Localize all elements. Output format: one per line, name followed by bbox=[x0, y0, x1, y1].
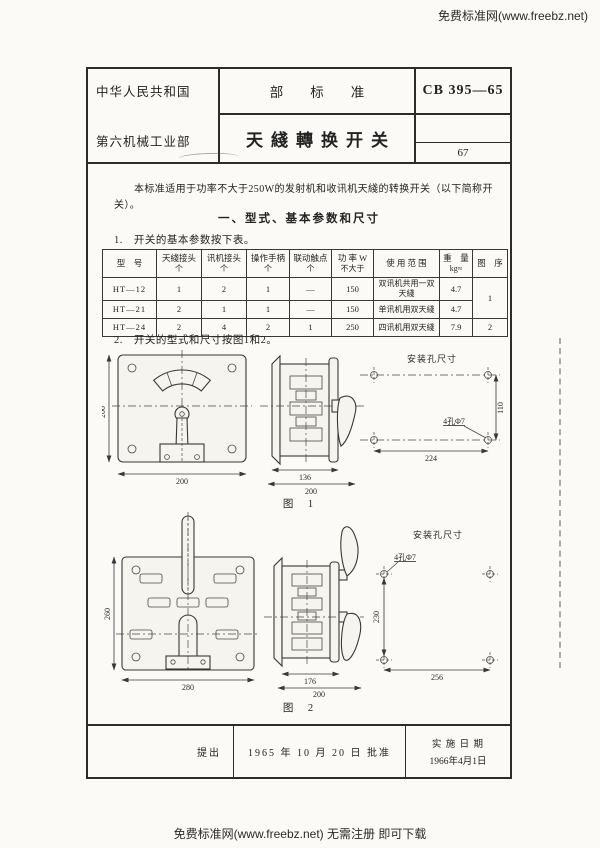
scan-artifact-line bbox=[559, 338, 561, 668]
dim-front-width: 200 bbox=[176, 477, 188, 486]
table-row: HT—24 2 4 2 1 250 四讯机用双天綫 7.9 2 bbox=[102, 318, 508, 337]
cell: 250 bbox=[331, 318, 374, 337]
dim-side-total: 200 bbox=[305, 487, 317, 496]
figure-1-drawing: 200 200 136 bbox=[102, 350, 507, 498]
model-value: HT—21 bbox=[102, 300, 157, 319]
cell: 1 bbox=[246, 300, 290, 319]
figure-2-caption: 图 2 bbox=[282, 703, 316, 714]
dim-mount-vertical: 110 bbox=[496, 402, 505, 414]
page-number: 67 bbox=[457, 146, 469, 159]
dim-front-width: 280 bbox=[182, 683, 194, 692]
weight-value: 7.9 bbox=[439, 318, 473, 337]
cell: 1 bbox=[246, 277, 290, 301]
approval-date-cell: 1965 年 10 月 20 日 批准 bbox=[234, 726, 406, 777]
watermark-bottom: 免费标准网(www.freebz.net) 无需注册 即可下载 bbox=[173, 827, 427, 841]
weight-value: 4.7 bbox=[439, 277, 473, 301]
col-model: 型 号 bbox=[102, 249, 157, 278]
usage-value: 单讯机用双天綫 bbox=[373, 300, 440, 319]
table-row: HT—21 2 1 1 — 150 单讯机用双天綫 4.7 bbox=[102, 300, 508, 319]
dim-mount-vertical: 230 bbox=[372, 611, 381, 623]
scope-paragraph: 本标准适用于功率不大于250W的发射机和收讯机天綫的转换开关（以下简称开关）。 bbox=[114, 184, 493, 211]
implementation-label: 实 施 日 期 bbox=[431, 740, 485, 750]
clause-1: 1. 开关的基本参数按下表。 bbox=[114, 235, 255, 246]
hole-note: 4孔Φ7 bbox=[443, 417, 465, 426]
issuer-cell: 中华人民共和国 第六机械工业部 bbox=[88, 69, 220, 162]
dim-front-height: 200 bbox=[102, 406, 107, 418]
submitted-by-cell: 提出 bbox=[88, 726, 234, 777]
ministry-name: 第六机械工业部 bbox=[96, 135, 191, 149]
section-heading: 一、型式、基本参数和尺寸 bbox=[218, 213, 380, 225]
model-value: HT—12 bbox=[102, 277, 157, 301]
usage-value: 双讯机共用一双天綫 bbox=[373, 277, 440, 301]
figure-ref: 2 bbox=[472, 318, 508, 337]
mounting-label: 安装孔尺寸 bbox=[407, 353, 457, 364]
standard-title: 天綫轉换开关 bbox=[246, 131, 396, 150]
clause-2: 2. 开关的型式和尺寸按图1和2。 bbox=[114, 335, 278, 346]
document-body: 本标准适用于功率不大于250W的发射机和收讯机天綫的转换开关（以下简称开关）。 … bbox=[88, 166, 510, 722]
title-block: 中华人民共和国 第六机械工业部 部 标 准 天綫轉换开关 CB 395—65 6… bbox=[88, 69, 510, 164]
figure-1-caption: 图 1 bbox=[282, 499, 316, 510]
col-radio-connectors: 讯机接头个 bbox=[201, 249, 247, 278]
cell: 150 bbox=[331, 277, 374, 301]
cell: 2 bbox=[246, 318, 290, 337]
cell: 2 bbox=[156, 318, 202, 337]
country-name: 中华人民共和国 bbox=[96, 85, 191, 99]
cell: 4 bbox=[201, 318, 247, 337]
approval-footer: 提出 1965 年 10 月 20 日 批准 实 施 日 期 1966年4月1日 bbox=[88, 724, 510, 777]
empty-cell bbox=[416, 115, 510, 143]
document-frame: 中华人民共和国 第六机械工业部 部 标 准 天綫轉换开关 CB 395—65 6… bbox=[86, 67, 512, 779]
col-usage: 使 用 范 围 bbox=[373, 249, 440, 278]
cell: — bbox=[289, 277, 332, 301]
cell: 2 bbox=[156, 300, 202, 319]
figure-ref: 1 bbox=[472, 277, 508, 319]
implementation-date: 1966年4月1日 bbox=[429, 757, 487, 767]
dim-side-total: 200 bbox=[313, 690, 325, 698]
hole-note: 4孔Φ7 bbox=[394, 553, 416, 562]
weight-value: 4.7 bbox=[439, 300, 473, 319]
usage-value: 四讯机用双天綫 bbox=[373, 318, 440, 337]
cell: — bbox=[289, 300, 332, 319]
implementation-cell: 实 施 日 期 1966年4月1日 bbox=[406, 726, 510, 777]
dim-mount-horizontal: 224 bbox=[425, 454, 437, 463]
watermark-top: 免费标准网(www.freebz.net) bbox=[437, 9, 588, 23]
cell: 1 bbox=[156, 277, 202, 301]
model-value: HT—24 bbox=[102, 318, 157, 337]
cell: 1 bbox=[289, 318, 332, 337]
number-cell: CB 395—65 67 bbox=[416, 69, 510, 162]
dim-mount-horizontal: 256 bbox=[431, 673, 443, 682]
mounting-label: 安装孔尺寸 bbox=[413, 529, 463, 540]
col-handles: 操作手柄个 bbox=[246, 249, 290, 278]
col-figure: 图 序 bbox=[472, 249, 508, 278]
col-linked-contacts: 联动触点个 bbox=[289, 249, 332, 278]
col-antenna-connectors: 天綫接头个 bbox=[156, 249, 202, 278]
table-row: HT—12 1 2 1 — 150 双讯机共用一双天綫 4.7 1 bbox=[102, 277, 508, 319]
dim-front-height: 260 bbox=[103, 608, 112, 620]
cell: 150 bbox=[331, 300, 374, 319]
dim-side-width: 136 bbox=[299, 473, 311, 482]
figure-2-drawing: 260 280 bbox=[102, 512, 507, 698]
standard-number: CB 395—65 bbox=[416, 69, 510, 115]
title-cell: 部 标 准 天綫轉换开关 bbox=[220, 69, 416, 162]
dim-side-width: 176 bbox=[304, 677, 316, 686]
standard-type: 部 标 准 bbox=[220, 69, 414, 115]
cell: 2 bbox=[201, 277, 247, 301]
cell: 1 bbox=[201, 300, 247, 319]
